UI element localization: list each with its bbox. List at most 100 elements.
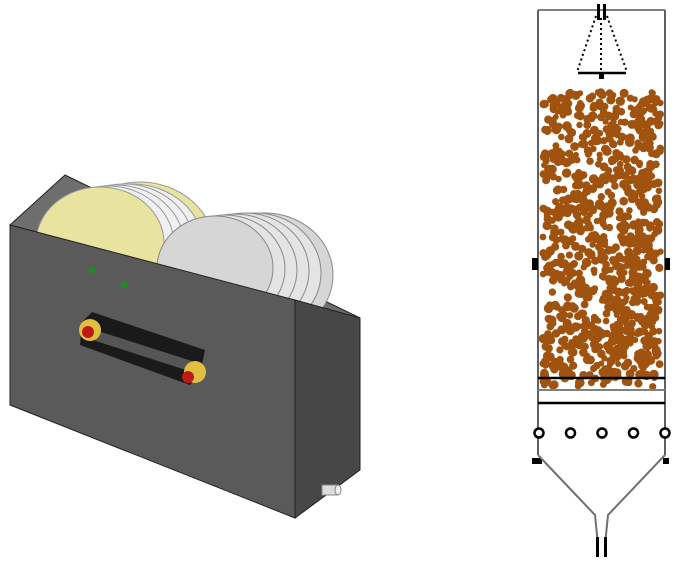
particle: [586, 234, 595, 242]
particle: [645, 251, 655, 261]
particle: [618, 213, 628, 223]
air-nozzle: [533, 427, 545, 439]
particle: [543, 332, 554, 342]
particle: [589, 241, 596, 248]
particle: [616, 160, 624, 168]
particle: [622, 155, 631, 164]
particle: [627, 104, 634, 111]
particle: [557, 252, 565, 261]
particle: [564, 301, 572, 309]
particle: [600, 233, 608, 241]
particle: [644, 279, 651, 286]
particle: [655, 360, 664, 368]
particle: [606, 284, 613, 292]
particle: [601, 265, 611, 275]
particle: [541, 252, 550, 261]
particle: [562, 121, 572, 131]
particle: [572, 335, 580, 343]
particle: [557, 325, 567, 335]
particle: [574, 382, 582, 390]
particle: [567, 155, 577, 164]
outlet-pipe: [596, 537, 599, 557]
particle: [553, 303, 561, 311]
particle: [642, 268, 652, 279]
particle: [637, 203, 645, 210]
particle: [617, 267, 626, 277]
particle: [571, 172, 579, 180]
particle: [657, 248, 664, 255]
particle: [553, 270, 560, 278]
indicator-light: [88, 266, 96, 274]
particle: [552, 186, 562, 195]
particle: [605, 245, 613, 253]
particle: [550, 224, 559, 233]
particle: [604, 210, 611, 217]
particle: [627, 189, 637, 199]
particle: [653, 218, 661, 226]
particle: [568, 224, 578, 234]
particle: [544, 261, 554, 271]
particle: [573, 156, 581, 164]
particle: [590, 364, 598, 373]
particle: [602, 317, 610, 325]
particle: [579, 171, 588, 179]
particle: [645, 304, 651, 311]
particle: [620, 361, 630, 371]
particle: [612, 295, 622, 304]
particle: [613, 287, 621, 295]
particle: [557, 93, 565, 102]
particle: [580, 300, 589, 309]
particle: [557, 228, 565, 236]
particle: [636, 114, 646, 124]
particle: [638, 240, 645, 248]
particle: [639, 97, 648, 106]
particle: [635, 103, 643, 111]
particle: [544, 344, 553, 353]
particle: [654, 113, 663, 122]
particle: [624, 247, 634, 257]
particle: [624, 223, 631, 230]
particle: [655, 327, 663, 335]
particle: [580, 208, 587, 215]
particle: [588, 92, 597, 100]
particle: [615, 96, 625, 106]
packed-bed-particles: [538, 88, 665, 391]
particle: [607, 202, 615, 211]
particle: [601, 297, 608, 304]
flange-right: [665, 258, 670, 270]
particle: [596, 201, 605, 210]
particle: [612, 149, 621, 157]
particle: [617, 346, 628, 357]
particle: [639, 193, 646, 200]
particle: [605, 277, 614, 286]
particle: [573, 151, 579, 158]
particle: [633, 278, 643, 288]
particle: [571, 181, 580, 190]
particle: [551, 124, 562, 135]
particle: [566, 93, 573, 100]
particle: [657, 99, 664, 107]
particle: [543, 268, 551, 276]
particle: [627, 260, 636, 270]
particle: [598, 360, 605, 367]
particle: [561, 100, 569, 107]
particle: [541, 149, 550, 158]
particle: [634, 350, 642, 358]
particle: [631, 336, 639, 344]
particle: [586, 157, 594, 165]
particle: [609, 350, 618, 358]
particle: [622, 288, 630, 296]
conical-bottom: [537, 454, 666, 546]
particle: [550, 365, 559, 374]
particle: [548, 94, 557, 102]
particle: [596, 328, 606, 338]
particle: [571, 90, 581, 100]
particle: [586, 371, 594, 379]
particle: [566, 312, 574, 319]
particle: [559, 235, 569, 244]
particle: [584, 357, 592, 365]
air-nozzle: [659, 427, 671, 439]
pulley-right: [182, 371, 194, 383]
particle: [580, 322, 589, 331]
